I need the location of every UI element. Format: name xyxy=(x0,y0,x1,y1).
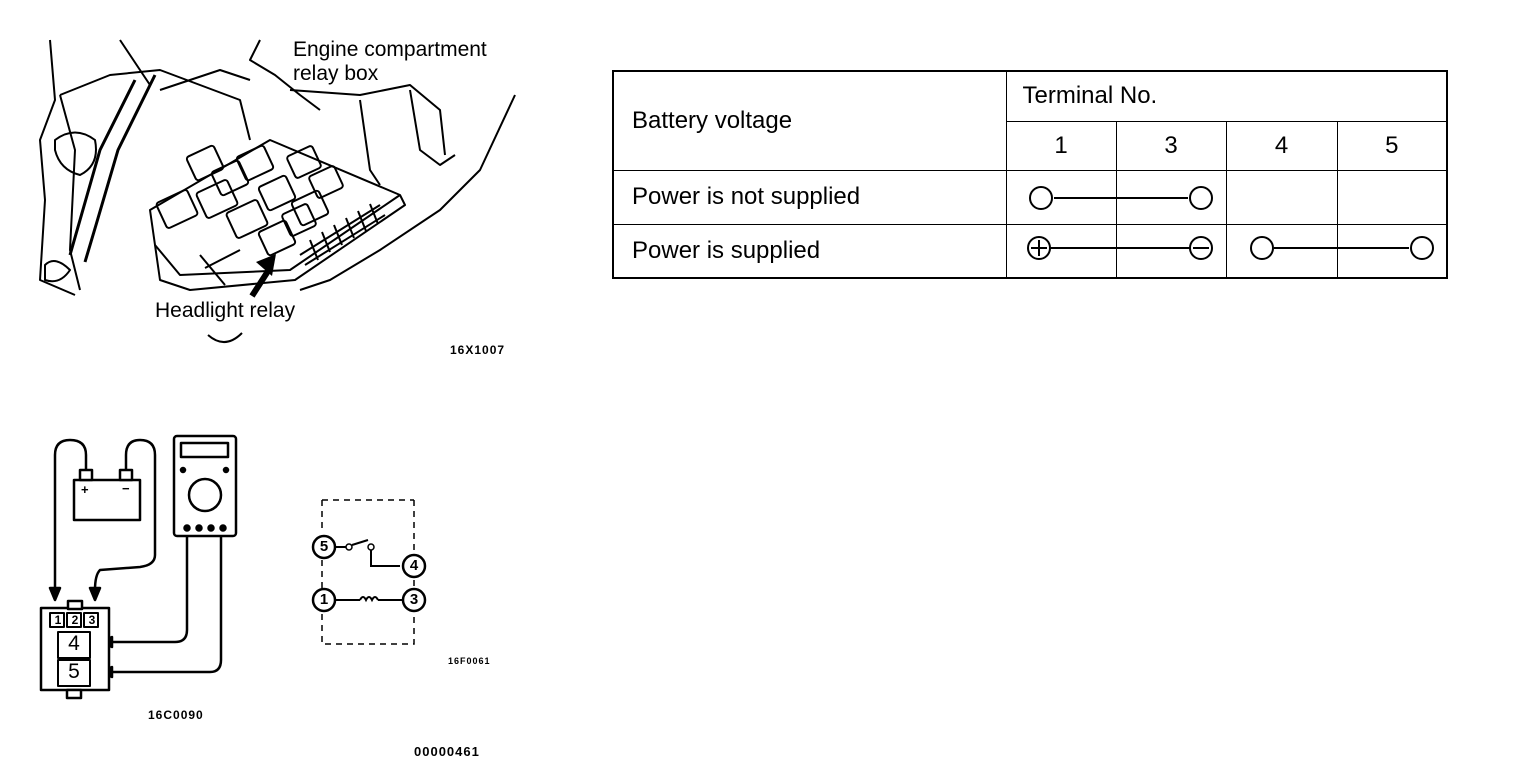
terminal-4-connection-icon xyxy=(1250,236,1274,260)
table-row-label: Power is supplied xyxy=(612,223,1007,279)
relay-terminal-label: 2 xyxy=(71,613,79,627)
terminal-5-connection-icon xyxy=(1410,236,1434,260)
pointer-arrow-icon xyxy=(249,254,276,298)
relay-terminal-label: 5 xyxy=(68,660,80,683)
table-row-label: Power is not supplied xyxy=(612,169,1007,225)
table-row-header: Battery voltage xyxy=(612,70,1007,171)
relay-terminal-label: 4 xyxy=(68,632,80,655)
terminal-1-connection-icon xyxy=(1029,186,1053,210)
relay-box-callout-line2: relay box xyxy=(293,62,379,85)
schematic-terminal-5-icon xyxy=(311,534,337,560)
schematic-terminal-1-icon xyxy=(311,587,337,613)
relay-box-illustration xyxy=(39,39,516,343)
relay-terminal-label: 3 xyxy=(88,613,96,627)
schematic-terminal-label: 3 xyxy=(409,591,419,608)
negative-terminal-icon xyxy=(1189,236,1213,260)
schematic-terminal-3-icon xyxy=(401,587,427,613)
relay-terminal-label: 1 xyxy=(54,613,62,627)
positive-terminal-icon xyxy=(1027,236,1051,260)
battery-plus-label: + xyxy=(81,482,89,497)
multimeter-icon xyxy=(172,434,238,538)
relay-box-callout-line1: Engine compartment xyxy=(293,38,487,61)
schematic-terminal-label: 5 xyxy=(319,538,329,555)
terminal-3-connection-icon xyxy=(1189,186,1213,210)
schematic-terminal-label: 1 xyxy=(319,591,329,608)
battery-icon xyxy=(72,478,142,522)
relay-box-figure-code: 16X1007 xyxy=(450,343,506,357)
wiring-figure-code: 16C0090 xyxy=(148,708,204,722)
coil-icon xyxy=(359,596,379,603)
schematic-terminal-label: 4 xyxy=(409,557,419,574)
headlight-relay-callout: Headlight relay xyxy=(155,299,296,322)
table-group-header: Terminal No. xyxy=(1005,70,1448,122)
schematic-figure-code: 16F0061 xyxy=(448,656,491,666)
terminal-header: 4 xyxy=(1225,120,1338,171)
terminal-header: 5 xyxy=(1336,120,1448,171)
page-code: 00000461 xyxy=(414,744,480,759)
schematic-terminal-4-icon xyxy=(401,553,427,579)
headlight-relay-icon xyxy=(39,599,111,700)
battery-minus-label: − xyxy=(122,481,130,496)
